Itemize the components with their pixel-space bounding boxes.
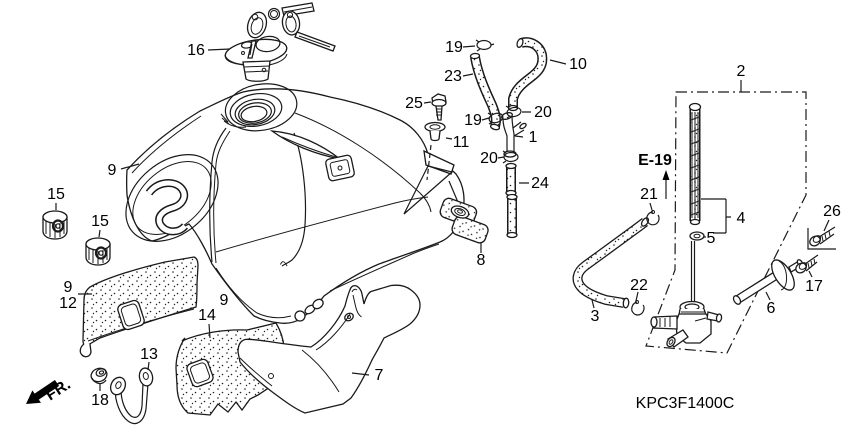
svg-text:13: 13	[140, 346, 158, 363]
svg-text:9: 9	[108, 162, 117, 179]
svg-text:18: 18	[91, 392, 109, 409]
svg-text:23: 23	[444, 68, 462, 85]
svg-text:9: 9	[64, 279, 73, 296]
svg-text:11: 11	[453, 134, 470, 151]
svg-text:17: 17	[805, 278, 823, 295]
svg-text:14: 14	[198, 307, 216, 324]
svg-text:20: 20	[480, 150, 498, 167]
svg-text:16: 16	[187, 42, 205, 59]
svg-text:25: 25	[405, 95, 423, 112]
svg-text:15: 15	[91, 213, 109, 230]
svg-text:2: 2	[737, 63, 746, 80]
svg-text:10: 10	[569, 56, 587, 73]
svg-text:15: 15	[47, 186, 65, 203]
svg-text:8: 8	[477, 252, 486, 269]
svg-text:24: 24	[531, 175, 549, 192]
svg-text:7: 7	[375, 367, 384, 384]
svg-text:1: 1	[529, 129, 538, 146]
svg-text:20: 20	[534, 104, 552, 121]
svg-text:FR.: FR.	[43, 376, 74, 404]
svg-text:6: 6	[767, 300, 776, 317]
svg-text:12: 12	[59, 295, 77, 312]
svg-text:21: 21	[640, 186, 658, 203]
svg-text:22: 22	[630, 277, 648, 294]
svg-text:9: 9	[220, 292, 229, 309]
svg-text:19: 19	[464, 112, 482, 129]
svg-text:5: 5	[707, 230, 716, 247]
svg-text:26: 26	[823, 203, 841, 220]
svg-text:3: 3	[591, 308, 600, 325]
svg-text:4: 4	[737, 210, 746, 227]
svg-text:19: 19	[445, 39, 463, 56]
svg-text:KPC3F1400C: KPC3F1400C	[636, 395, 735, 412]
svg-text:E-19: E-19	[638, 152, 672, 169]
